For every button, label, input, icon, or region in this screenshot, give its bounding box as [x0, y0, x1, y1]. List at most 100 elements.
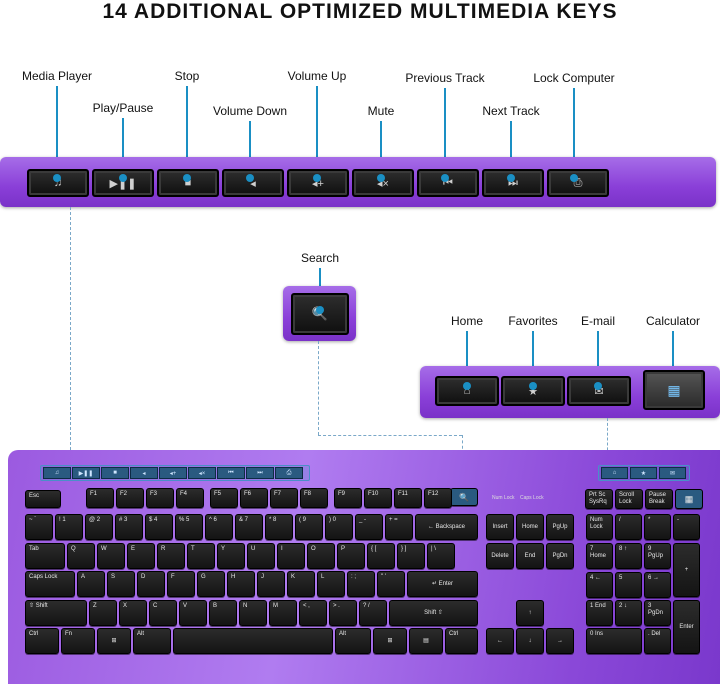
letter-key[interactable]: D	[137, 571, 165, 597]
letter-key[interactable]: C	[149, 600, 177, 626]
num-row-key[interactable]: ~ `	[25, 514, 53, 540]
letter-key[interactable]: P	[337, 543, 365, 569]
kb-calculator-key[interactable]: ▦	[675, 489, 703, 509]
letter-key[interactable]: O	[307, 543, 335, 569]
f12-key[interactable]: F12	[424, 488, 452, 508]
f10-key[interactable]: F10	[364, 488, 392, 508]
letter-key[interactable]: X	[119, 600, 147, 626]
arrow-down-key[interactable]: ↓	[516, 628, 544, 654]
numpad-plus-key[interactable]: +	[673, 543, 700, 597]
num-row-key[interactable]: ! 1	[55, 514, 83, 540]
caps-lock-key[interactable]: Caps Lock	[25, 571, 75, 597]
kb-stop-key[interactable]: ■	[101, 467, 129, 479]
letter-key[interactable]: W	[97, 543, 125, 569]
spacebar[interactable]	[173, 628, 333, 654]
kb-volume-down-key[interactable]: ◂	[130, 467, 158, 479]
left-alt-key[interactable]: Alt	[133, 628, 171, 654]
numpad-key[interactable]: 4 ←	[586, 571, 613, 598]
letter-key[interactable]: Z	[89, 600, 117, 626]
left-ctrl-key[interactable]: Ctrl	[25, 628, 59, 654]
letter-key[interactable]: K	[287, 571, 315, 597]
letter-key[interactable]: B	[209, 600, 237, 626]
f7-key[interactable]: F7	[270, 488, 298, 508]
numpad-key[interactable]: /	[615, 514, 642, 540]
letter-key[interactable]: R	[157, 543, 185, 569]
letter-key[interactable]: J	[257, 571, 285, 597]
numpad-key[interactable]: 2 ↓	[615, 600, 642, 626]
pause-key[interactable]: Pause Break	[645, 489, 673, 509]
lock-computer-key[interactable]: ⎙	[547, 169, 609, 197]
num-row-key[interactable]: % 5	[175, 514, 203, 540]
letter-key[interactable]: A	[77, 571, 105, 597]
calculator-key[interactable]: ▦	[643, 370, 705, 410]
nav-key[interactable]: PgUp	[546, 514, 574, 540]
numpad-enter-key[interactable]: Enter	[673, 600, 700, 654]
kb-home-key[interactable]: ⌂	[601, 467, 628, 479]
letter-key[interactable]: E	[127, 543, 155, 569]
f6-key[interactable]: F6	[240, 488, 268, 508]
media-player-key[interactable]: ♫	[27, 169, 89, 197]
numpad-zero-key[interactable]: 0 Ins	[586, 628, 642, 654]
numpad-key[interactable]: 9 PgUp	[644, 543, 671, 569]
mute-key[interactable]: ◂×	[352, 169, 414, 197]
fn-key[interactable]: Fn	[61, 628, 95, 654]
letter-key[interactable]: V	[179, 600, 207, 626]
f11-key[interactable]: F11	[394, 488, 422, 508]
num-row-key[interactable]: ) 0	[325, 514, 353, 540]
num-row-key[interactable]: _ -	[355, 514, 383, 540]
windows-key[interactable]: ⊞	[97, 628, 131, 654]
f4-key[interactable]: F4	[176, 488, 204, 508]
letter-key[interactable]: Q	[67, 543, 95, 569]
num-row-key[interactable]: * 8	[265, 514, 293, 540]
numpad-key[interactable]: *	[644, 514, 671, 540]
letter-key[interactable]: " '	[377, 571, 405, 597]
numpad-key[interactable]: 6 →	[644, 571, 671, 598]
kb-next-track-key[interactable]: ⏭	[246, 467, 274, 479]
right-shift-key[interactable]: Shift ⇧	[389, 600, 478, 626]
numpad-dot-key[interactable]: . Del	[644, 628, 671, 654]
backspace-key[interactable]: ← Backspace	[415, 514, 478, 540]
kb-favorites-key[interactable]: ★	[630, 467, 657, 479]
kb-previous-track-key[interactable]: ⏮	[217, 467, 245, 479]
scroll-lock-key[interactable]: Scroll Lock	[615, 489, 643, 509]
f8-key[interactable]: F8	[300, 488, 328, 508]
kb-search-key[interactable]: 🔍	[450, 488, 478, 506]
letter-key[interactable]: } ]	[397, 543, 425, 569]
f1-key[interactable]: F1	[86, 488, 114, 508]
letter-key[interactable]: M	[269, 600, 297, 626]
num-row-key[interactable]: ^ 6	[205, 514, 233, 540]
right-alt-key[interactable]: Alt	[335, 628, 371, 654]
num-row-key[interactable]: + =	[385, 514, 413, 540]
letter-key[interactable]: Y	[217, 543, 245, 569]
menu-key[interactable]: ▤	[409, 628, 443, 654]
letter-key[interactable]: F	[167, 571, 195, 597]
previous-track-key[interactable]: ⏮	[417, 169, 479, 197]
f9-key[interactable]: F9	[334, 488, 362, 508]
left-shift-key[interactable]: ⇧ Shift	[25, 600, 87, 626]
numpad-key[interactable]: 7 Home	[586, 543, 613, 569]
nav-key[interactable]: Home	[516, 514, 544, 540]
kb-lock-computer-key[interactable]: ⎙	[275, 467, 303, 479]
stop-key[interactable]: ■	[157, 169, 219, 197]
numpad-key[interactable]: 1 End	[586, 600, 613, 626]
kb-mute-key[interactable]: ◂×	[188, 467, 216, 479]
nav-key[interactable]: PgDn	[546, 543, 574, 569]
arrow-up-key[interactable]: ↑	[516, 600, 544, 626]
num-row-key[interactable]: $ 4	[145, 514, 173, 540]
numpad-key[interactable]: Num Lock	[586, 514, 613, 540]
next-track-key[interactable]: ⏭	[482, 169, 544, 197]
nav-key[interactable]: End	[516, 543, 544, 569]
numpad-key[interactable]: 3 PgDn	[644, 600, 671, 626]
letter-key[interactable]: { [	[367, 543, 395, 569]
f5-key[interactable]: F5	[210, 488, 238, 508]
letter-key[interactable]: I	[277, 543, 305, 569]
letter-key[interactable]: < ,	[299, 600, 327, 626]
letter-key[interactable]: N	[239, 600, 267, 626]
kb-email-key[interactable]: ✉	[659, 467, 686, 479]
nav-key[interactable]: Delete	[486, 543, 514, 569]
right-windows-key[interactable]: ⊞	[373, 628, 407, 654]
letter-key[interactable]: T	[187, 543, 215, 569]
arrow-right-key[interactable]: →	[546, 628, 574, 654]
letter-key[interactable]: : ;	[347, 571, 375, 597]
play-pause-key[interactable]: ▶❚❚	[92, 169, 154, 197]
